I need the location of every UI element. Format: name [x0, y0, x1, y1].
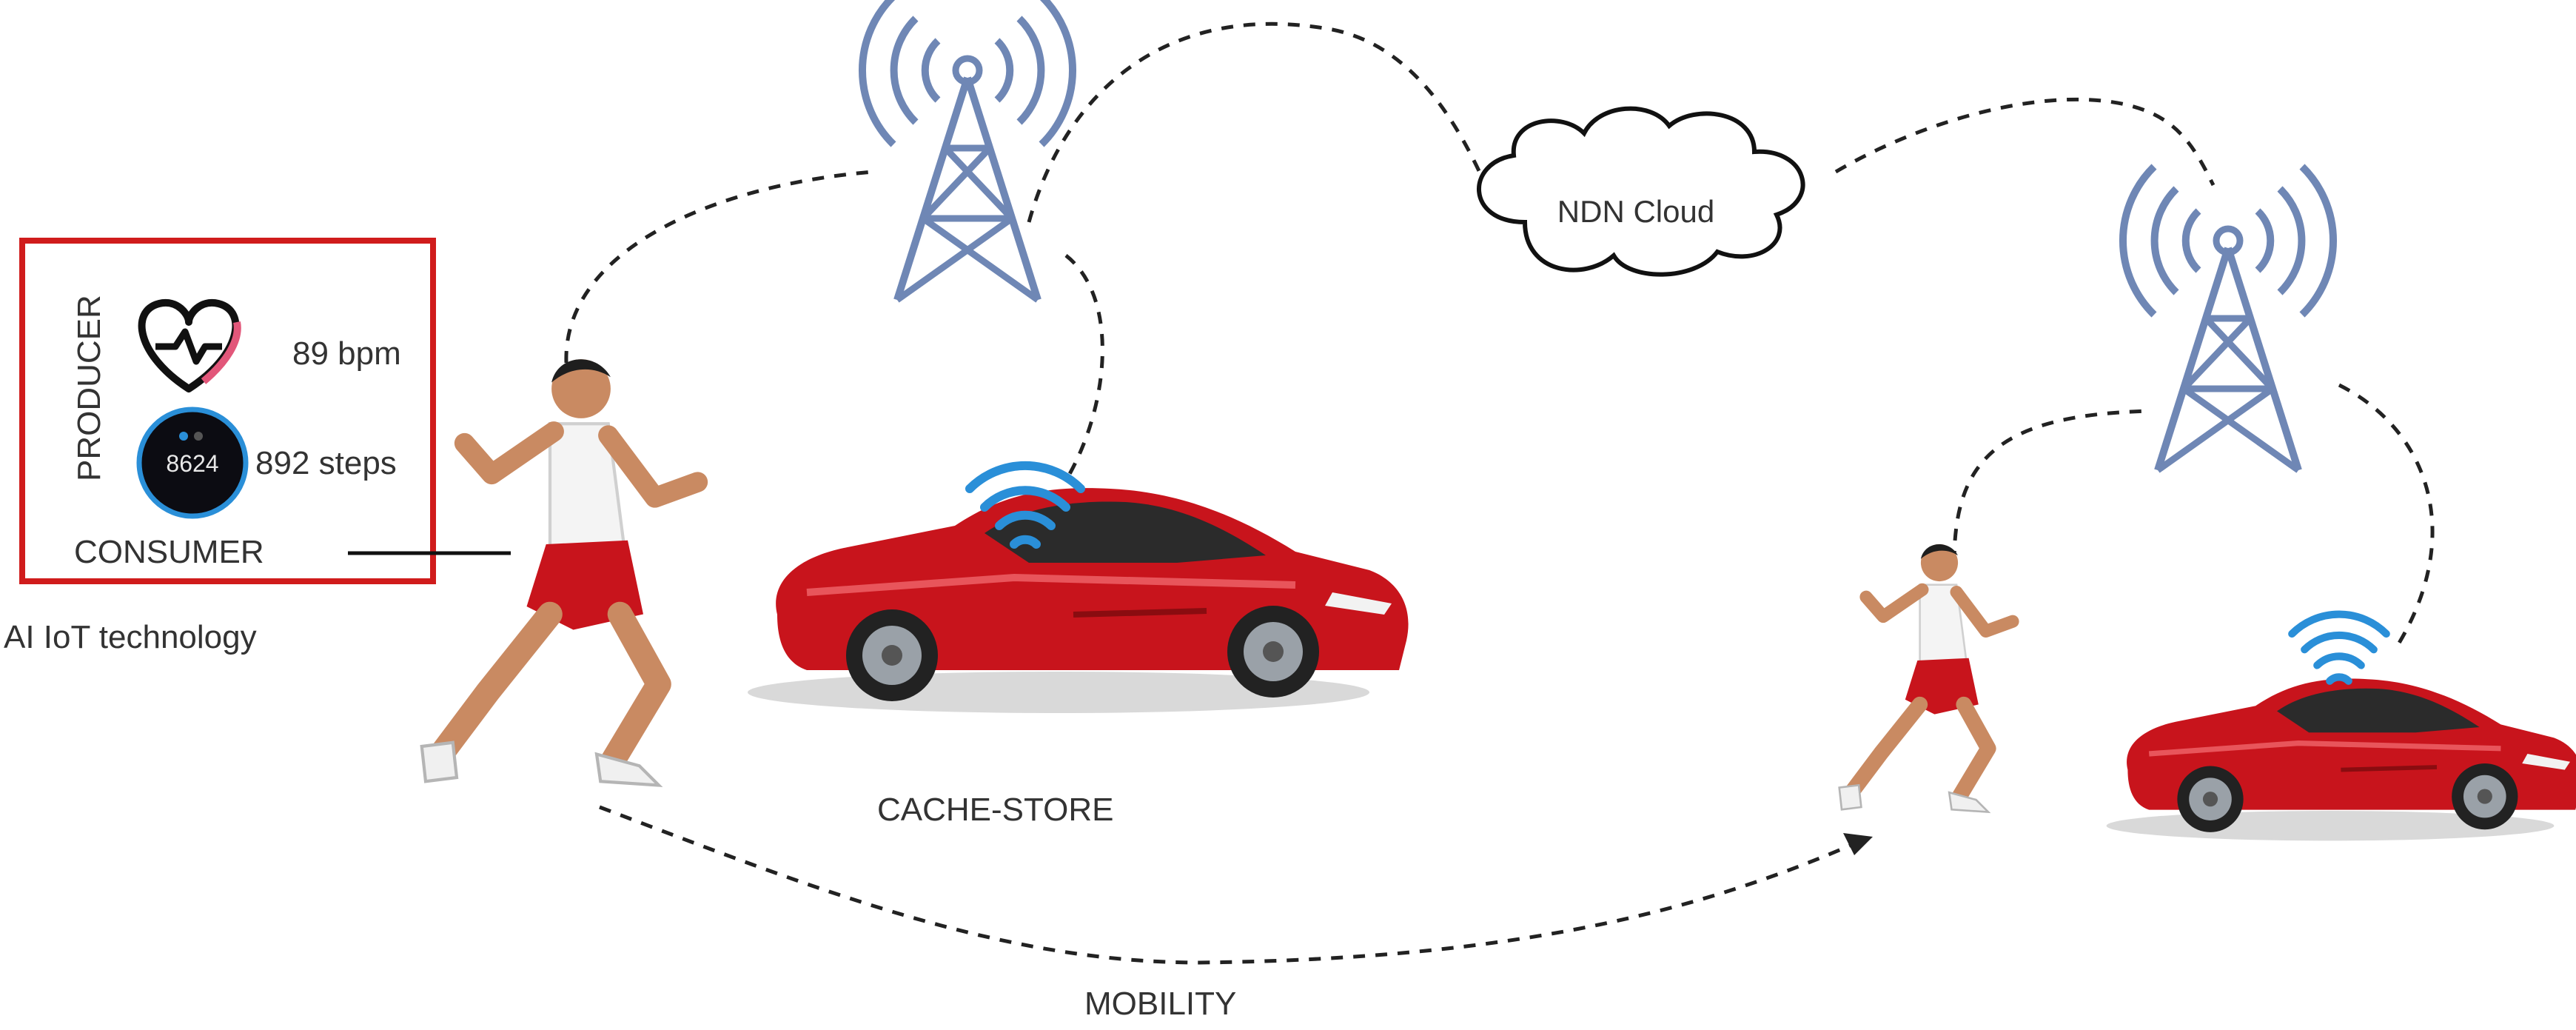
- ai-iot-label: AI IoT technology: [4, 619, 257, 655]
- watch-reading: 8624: [166, 450, 218, 477]
- cell-tower-icon: [2123, 167, 2333, 470]
- link-cloud-to-tower-2: [1836, 99, 2213, 185]
- steps-value: 892 steps: [255, 445, 397, 481]
- smartwatch-icon: 8624: [139, 409, 246, 516]
- link-tower-1-to-car-1: [1066, 255, 1102, 474]
- heart-rate-value: 89 bpm: [292, 335, 401, 372]
- consumer-label: CONSUMER: [74, 534, 264, 570]
- cache-store-label: CACHE-STORE: [877, 792, 1113, 828]
- cloud-shape: [1479, 109, 1803, 275]
- mobility-arrow-path: [600, 807, 1862, 963]
- mobility-label: MOBILITY: [1084, 986, 1236, 1022]
- heart-rate-icon: [142, 303, 238, 389]
- cloud-label: NDN Cloud: [1557, 194, 1714, 229]
- runner-image: [422, 359, 698, 785]
- wifi-signal-icon: [2292, 615, 2387, 681]
- car-image: [2107, 679, 2576, 841]
- link-tower-1-to-cloud: [1029, 24, 1480, 222]
- cell-tower-icon: [862, 0, 1073, 300]
- mobility-arrow-head: [1843, 833, 1873, 855]
- car-image: [748, 488, 1409, 713]
- link-tower-2-to-car-2: [2339, 385, 2432, 644]
- producer-label: PRODUCER: [71, 295, 107, 481]
- link-runner-to-tower-1: [566, 172, 873, 363]
- runner-image: [1839, 544, 2013, 812]
- link-runner-2-to-tower-2: [1954, 411, 2150, 563]
